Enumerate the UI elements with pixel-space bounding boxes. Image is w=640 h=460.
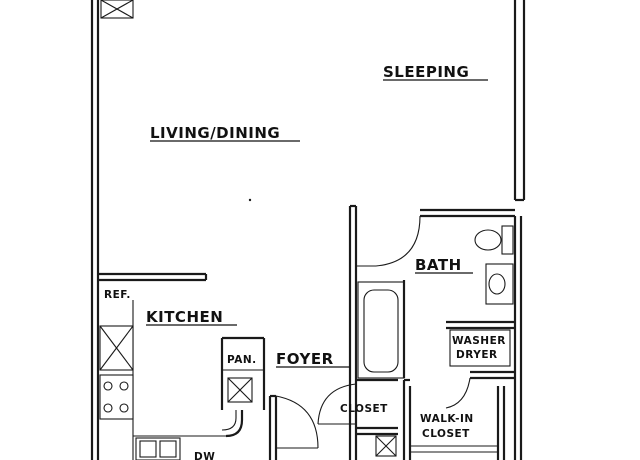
label-walk-in-line1: WALK-IN <box>420 413 474 425</box>
label-pantry: PAN. <box>227 354 257 366</box>
label-sleeping: SLEEPING <box>383 63 469 81</box>
kitchen-sink <box>135 437 181 460</box>
toilet <box>474 225 514 255</box>
label-kitchen: KITCHEN <box>146 308 223 326</box>
bath-walls <box>348 204 523 460</box>
label-closet: CLOSET <box>340 403 388 415</box>
vanity <box>485 263 514 305</box>
label-washer: WASHER <box>452 335 506 347</box>
kitchen-counter-left <box>99 300 226 460</box>
label-bath: BATH <box>415 256 462 274</box>
label-ref: REF. <box>104 289 131 301</box>
label-living-dining: LIVING/DINING <box>150 124 280 142</box>
label-dryer: DRYER <box>456 349 498 361</box>
label-dishwasher: DW <box>194 451 215 460</box>
foyer-walls <box>268 383 357 460</box>
laundry <box>445 320 515 409</box>
label-foyer: FOYER <box>276 350 334 368</box>
label-walk-in-line2: CLOSET <box>422 428 470 440</box>
bathtub <box>357 280 406 379</box>
ceiling-fixture-dot <box>248 198 252 202</box>
pantry <box>220 336 266 438</box>
closet-walls <box>356 378 398 457</box>
chase-box <box>100 0 134 19</box>
exterior-walls <box>90 0 526 460</box>
walk-in-closet-walls <box>402 378 506 460</box>
kitchen-partition <box>98 272 208 282</box>
